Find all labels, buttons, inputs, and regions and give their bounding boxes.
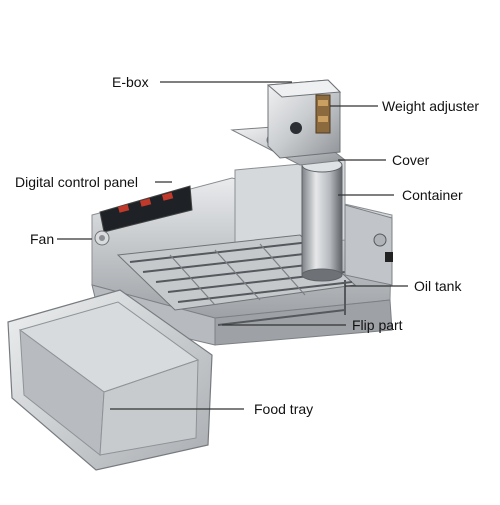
digital-control-panel — [99, 185, 193, 233]
food-tray — [7, 289, 213, 471]
label-digital-control-panel: Digital control panel — [15, 174, 138, 190]
e-box — [266, 79, 342, 159]
label-e-box: E-box — [112, 74, 149, 90]
label-cover: Cover — [392, 152, 430, 168]
container-cylinder — [301, 157, 343, 282]
label-weight-adjuster: Weight adjuster — [382, 98, 480, 114]
fan-grille — [94, 230, 110, 246]
side-mechanism — [344, 204, 393, 286]
label-flip-part: Flip part — [352, 317, 403, 333]
label-fan: Fan — [30, 231, 55, 247]
label-oil-tank: Oil tank — [414, 278, 462, 294]
label-container: Container — [402, 187, 463, 203]
label-food-tray: Food tray — [254, 401, 314, 417]
leader-lines — [57, 81, 408, 410]
